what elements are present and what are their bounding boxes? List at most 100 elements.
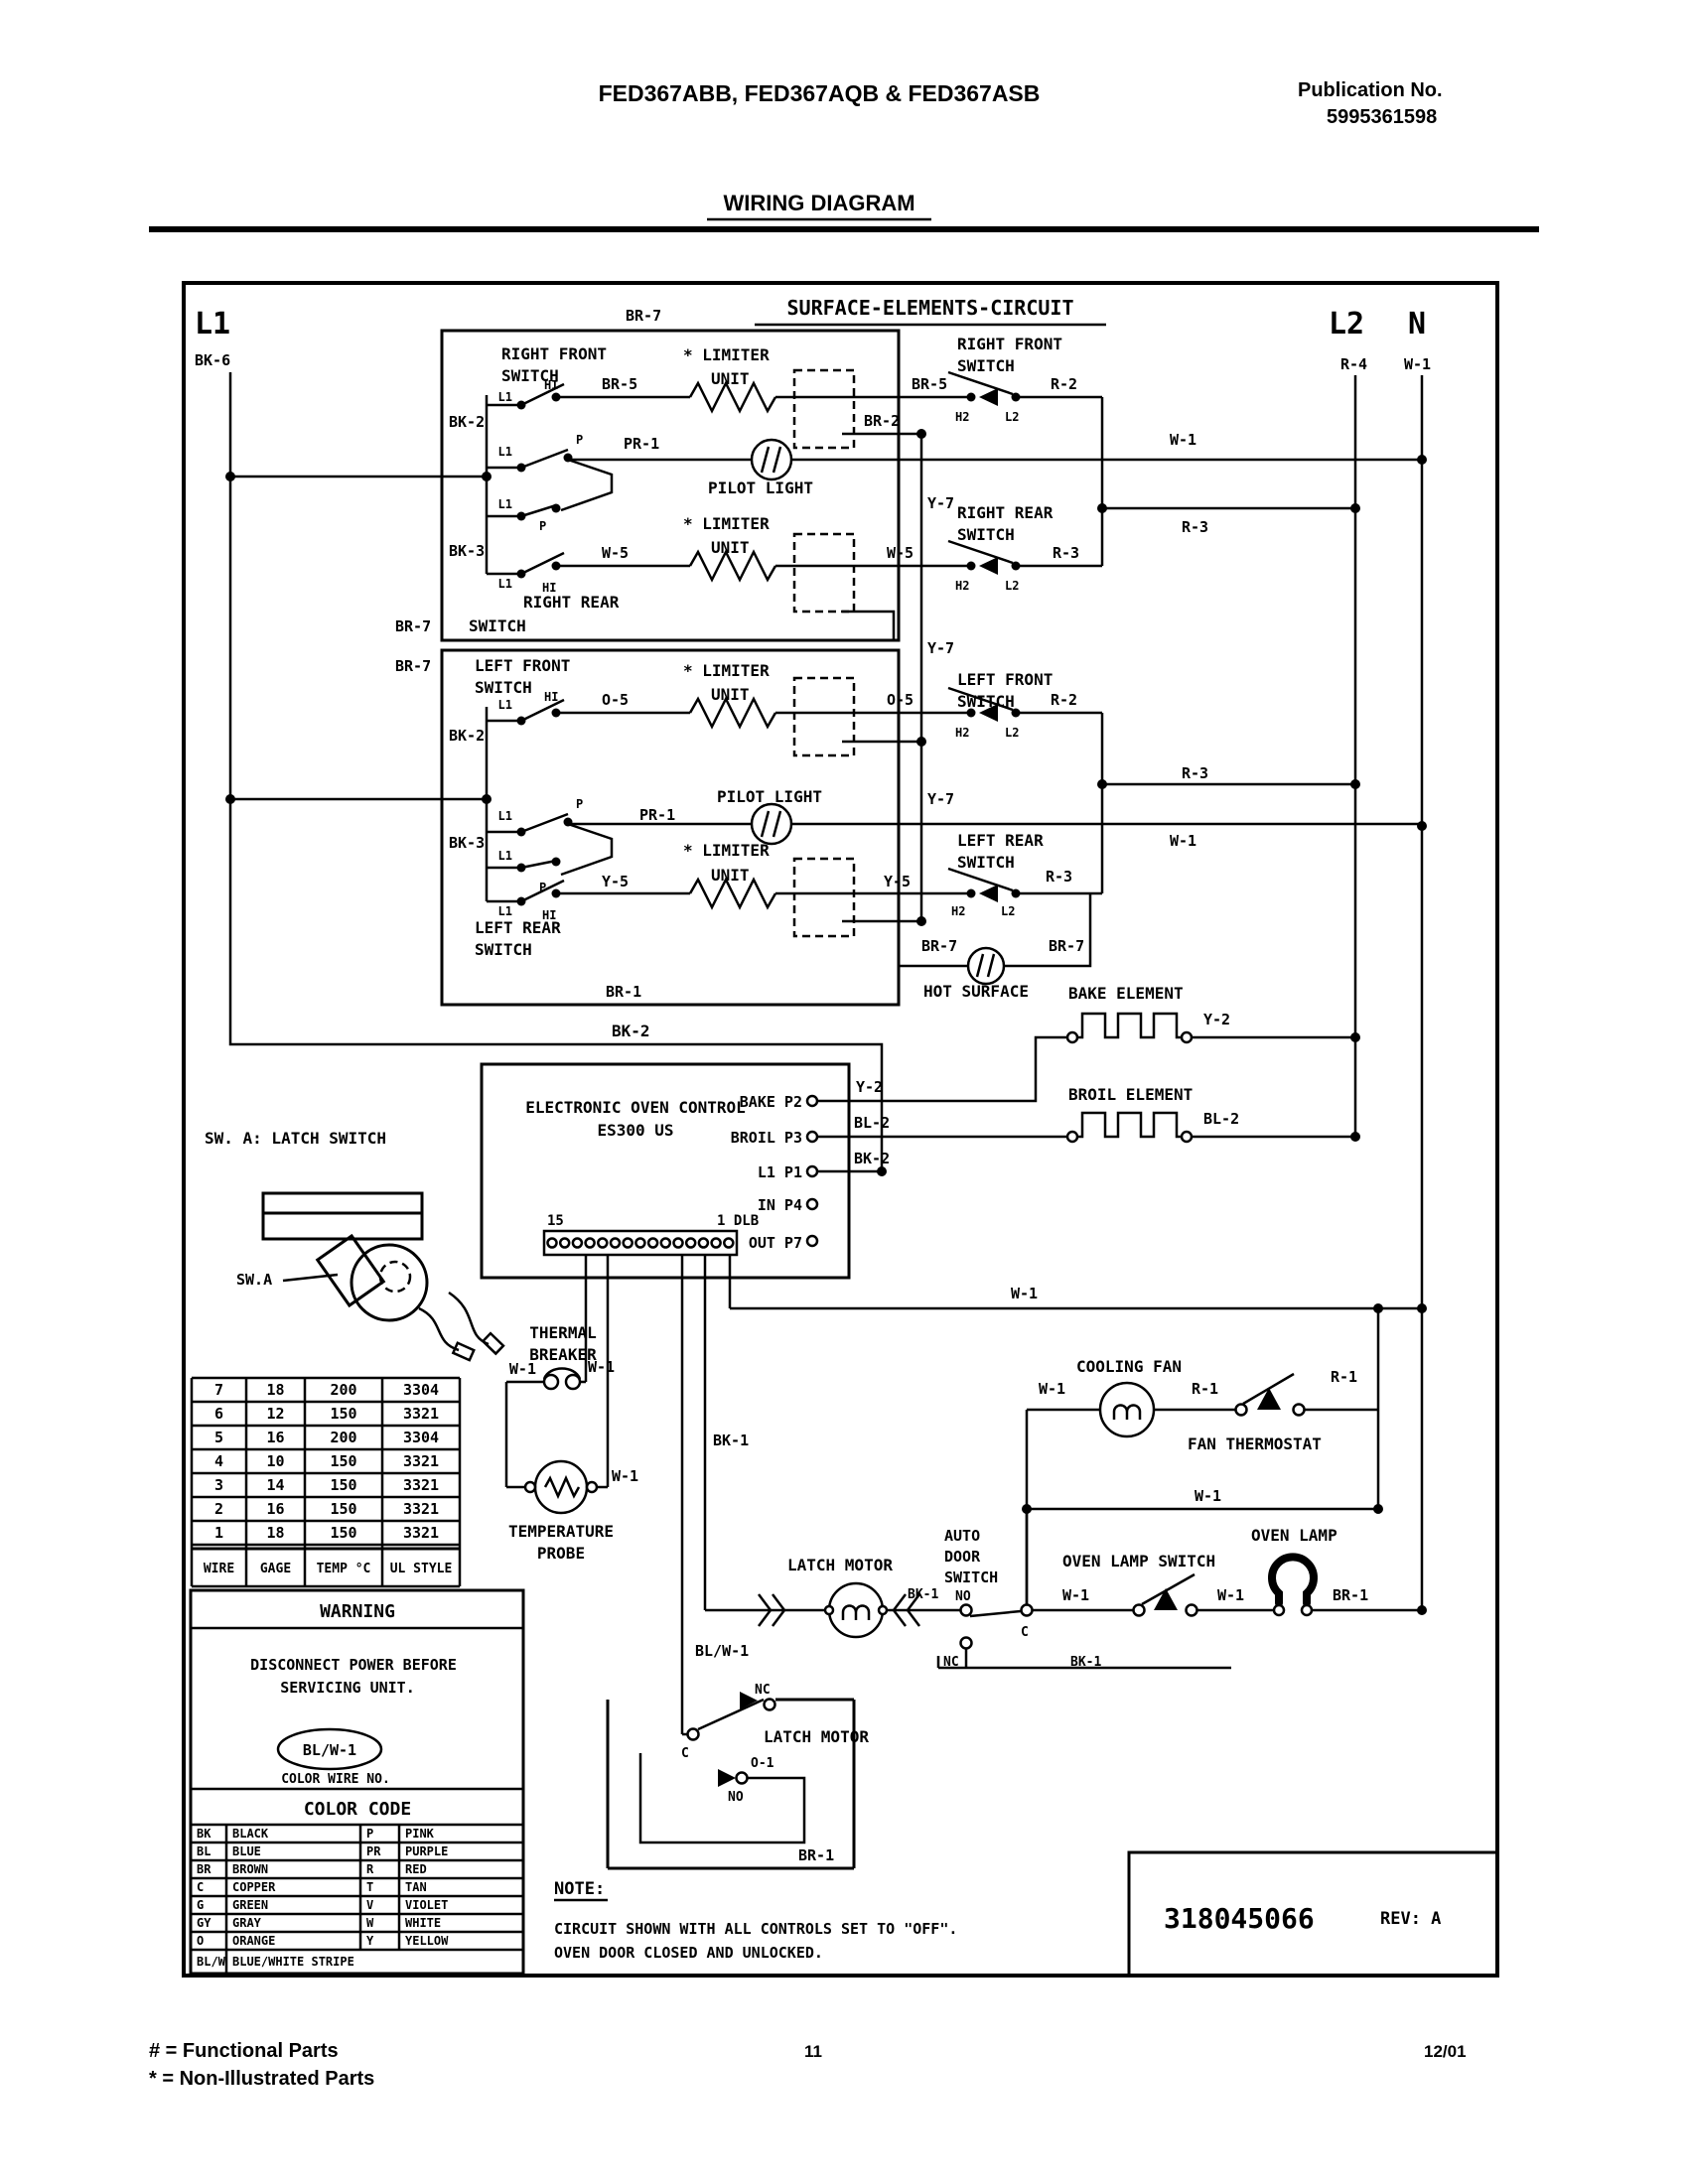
contact-h2-d: H2: [951, 904, 965, 918]
oven-lamp-switch-label: OVEN LAMP SWITCH: [1062, 1552, 1215, 1570]
cooling-fan-circuit: [730, 1306, 1422, 1610]
wire-r2-a: R-2: [1051, 375, 1077, 393]
wire-r3-b: R-3: [1182, 518, 1208, 536]
wire-table-cell: 10: [266, 1452, 284, 1470]
latch-switch-pointer-label: SW.A: [236, 1271, 272, 1289]
wire-table-cell: 14: [266, 1476, 284, 1494]
terminal-l2: L2: [1329, 307, 1364, 341]
thermal-breaker: [504, 1367, 608, 1489]
wire-w1-g: W-1: [1011, 1285, 1038, 1302]
wire-bk3-b: BK-3: [449, 834, 485, 852]
wire-br5-a: BR-5: [602, 375, 637, 393]
wire-table-cell: 3304: [403, 1429, 439, 1446]
fan-thermostat-label: FAN THERMOSTAT: [1188, 1434, 1322, 1453]
wire-br1-a: BR-1: [606, 983, 641, 1001]
wire-w1-n: W-1: [1404, 355, 1431, 373]
wire-bk2-long: BK-2: [612, 1022, 650, 1040]
rr-switch-label-1: RIGHT REAR: [523, 593, 620, 612]
wire-r3-a: R-3: [1053, 544, 1079, 562]
unit-label-3: UNIT: [711, 685, 750, 704]
color-code-cell: W: [366, 1916, 374, 1930]
wire-blw1: BL/W-1: [695, 1642, 749, 1660]
color-code-cell: BLUE: [232, 1844, 261, 1858]
wire-r1-b: R-1: [1331, 1368, 1357, 1386]
contact-p-d: P: [539, 881, 546, 894]
contact-c-b: C: [681, 1746, 689, 1761]
wire-table-grid: [190, 1376, 462, 1588]
wire-bk1-c: BK-1: [1070, 1655, 1101, 1670]
wire-table-cell: 16: [266, 1500, 284, 1518]
contact-l1-f: L1: [498, 809, 512, 823]
header-title: WIRING DIAGRAM: [723, 191, 914, 215]
wire-table-cell: 5: [214, 1429, 223, 1446]
temperature-probe: [523, 1459, 599, 1515]
contact-l1-c: L1: [498, 497, 512, 511]
color-code-cell: VIOLET: [405, 1898, 448, 1912]
oven_control-pin_in: IN P4: [758, 1196, 802, 1214]
wire-table-cell: 3304: [403, 1381, 439, 1399]
oven_control-pin_bake: BAKE P2: [740, 1093, 802, 1111]
limiter-label-3: * LIMITER: [683, 661, 770, 680]
wire-bl2-b: BL-2: [854, 1114, 890, 1132]
rr-switch2-label-1: RIGHT REAR: [957, 503, 1054, 522]
color-code-cell: BK: [197, 1827, 211, 1841]
unit-label-4: UNIT: [711, 866, 750, 885]
wire-table-cell: 7: [214, 1381, 223, 1399]
wire-br7-a: BR-7: [395, 617, 431, 635]
connector-strip: [542, 1229, 739, 1257]
wire-w1-a: W-1: [1170, 431, 1196, 449]
wire-table-cell: 18: [266, 1524, 284, 1542]
pilot-light-label-1: PILOT LIGHT: [708, 478, 813, 497]
warning-caption: COLOR WIRE NO.: [281, 1772, 390, 1787]
contact-l2-b: L2: [1005, 579, 1019, 593]
rf-switch-label-1: RIGHT FRONT: [501, 344, 607, 363]
latch-switch-art: [261, 1191, 505, 1362]
wire-w1-d: W-1: [588, 1358, 615, 1376]
wire-table-cell: 200: [330, 1429, 356, 1446]
lf-switch-label-2: SWITCH: [475, 678, 532, 697]
contact-no-a: NO: [955, 1589, 971, 1604]
wire-table-cell: 150: [330, 1524, 356, 1542]
color-code-cell: PURPLE: [405, 1844, 448, 1858]
hot-surface-label: HOT SURFACE: [923, 982, 1029, 1001]
auto-door-label-3: SWITCH: [944, 1569, 998, 1586]
wire-w1-i: W-1: [1062, 1586, 1089, 1604]
color-code-cell: BROWN: [232, 1862, 268, 1876]
contact-l1-h: L1: [498, 904, 512, 918]
warning-oval_label: BL/W-1: [303, 1741, 356, 1759]
lr-switch2-label-1: LEFT REAR: [957, 831, 1044, 850]
contact-l1-a: L1: [498, 390, 512, 404]
broil-element-label: BROIL ELEMENT: [1068, 1085, 1193, 1104]
left-switch-group: [440, 648, 1422, 1007]
wire-r3-d: R-3: [1046, 868, 1072, 886]
wire-table-cell: 150: [330, 1476, 356, 1494]
wire-br7-top: BR-7: [626, 307, 661, 325]
auto-door-label-2: DOOR: [944, 1548, 981, 1566]
wire-w1-h: W-1: [1195, 1487, 1221, 1505]
color-code-cell: Y: [366, 1934, 374, 1948]
warning-line2: SERVICING UNIT.: [280, 1679, 414, 1697]
footer-date: 12/01: [1424, 2042, 1467, 2061]
wire-br2: BR-2: [864, 412, 900, 430]
contact-nc-a: NC: [943, 1655, 959, 1670]
terminal-n: N: [1408, 307, 1426, 341]
wire-table-cell: 3321: [403, 1524, 439, 1542]
color-code-cell: BLACK: [232, 1827, 269, 1841]
wire-r1-a: R-1: [1192, 1380, 1218, 1398]
wire-w1-j: W-1: [1217, 1586, 1244, 1604]
contact-p-a: P: [576, 433, 583, 447]
color-code-cell: GY: [197, 1916, 211, 1930]
power-rails: [228, 372, 1424, 1610]
wire-bl2-a: BL-2: [1203, 1110, 1239, 1128]
wire-w1-b: W-1: [1170, 832, 1196, 850]
wire-w1-e: W-1: [612, 1467, 638, 1485]
thermal-breaker-label-2: BREAKER: [529, 1345, 597, 1364]
limiter-label-4: * LIMITER: [683, 841, 770, 860]
oven_control-line2: ES300 US: [597, 1121, 673, 1140]
contact-hi-b: HI: [542, 581, 556, 595]
wire-table-cell: 1: [214, 1524, 223, 1542]
wire-bk2-c: BK-2: [854, 1150, 890, 1167]
pilot-light-label-2: PILOT LIGHT: [717, 787, 822, 806]
